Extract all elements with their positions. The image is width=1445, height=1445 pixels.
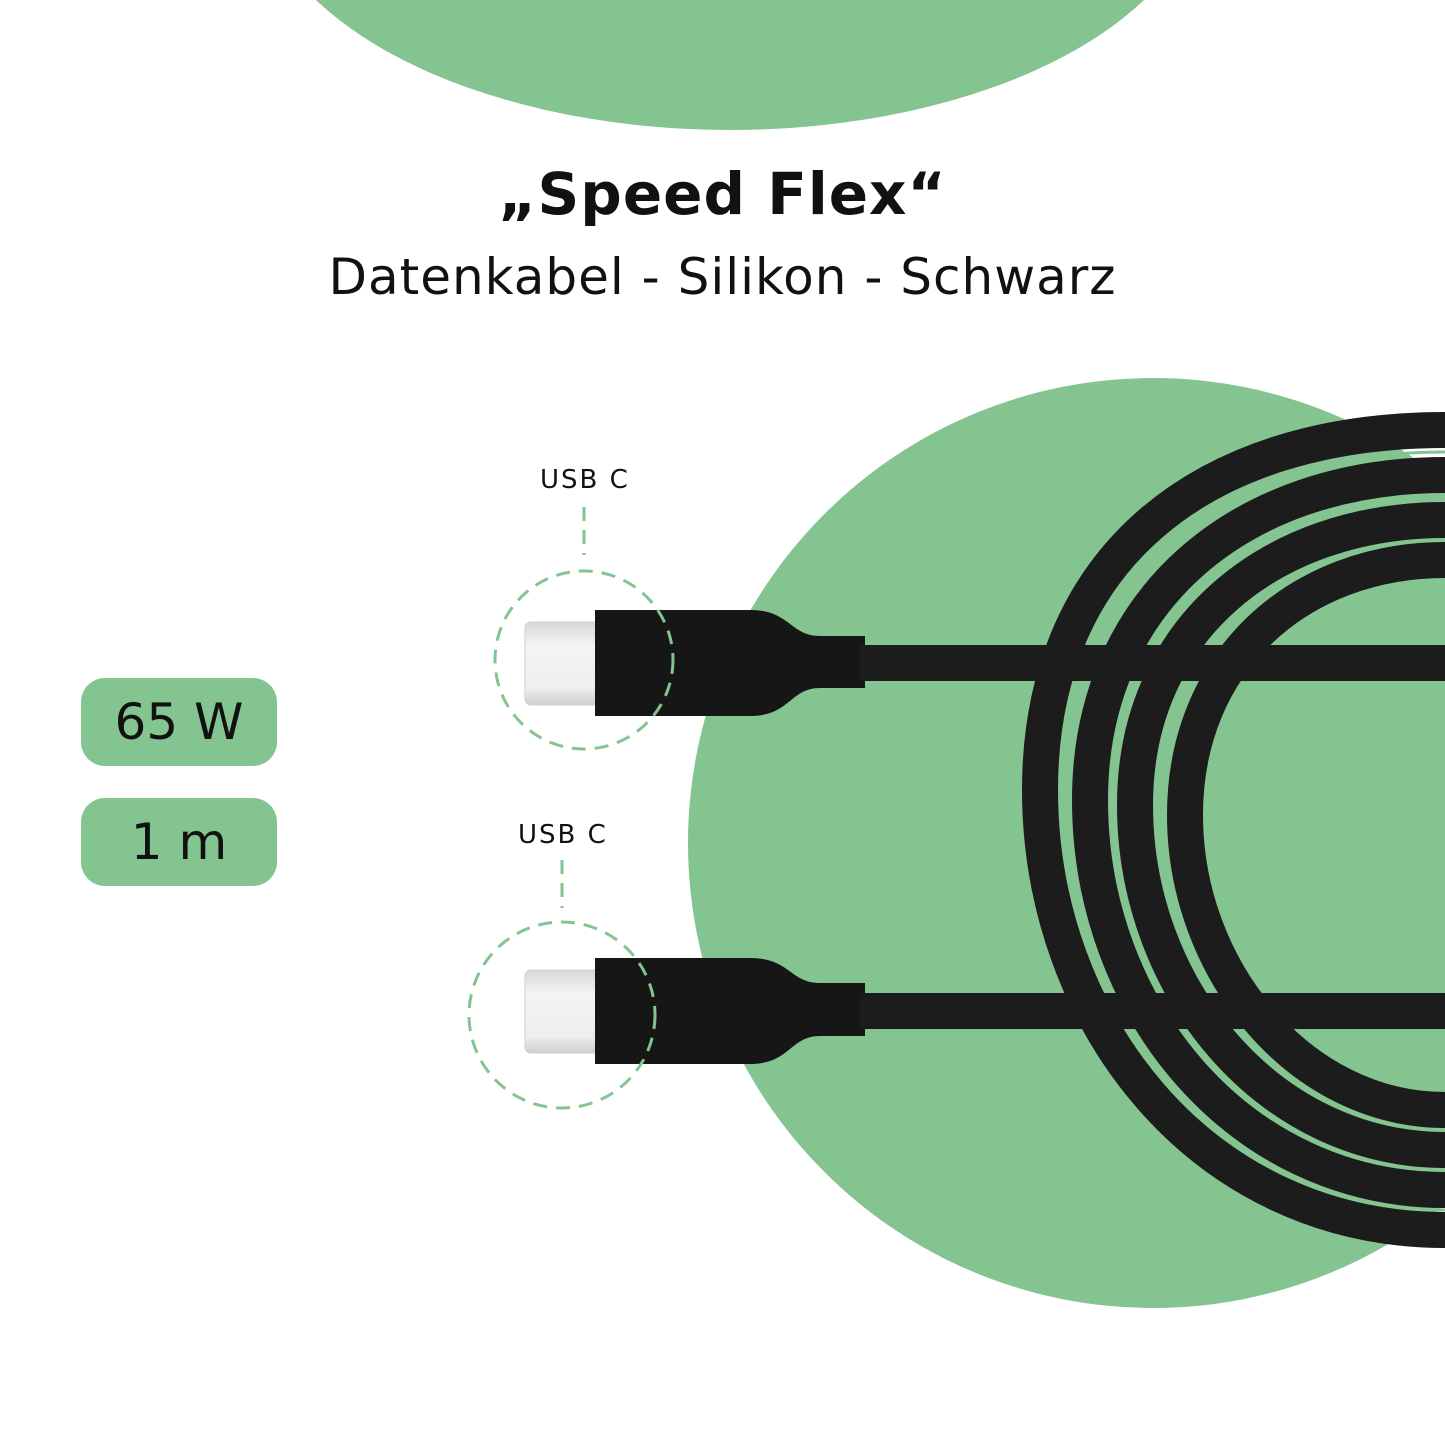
- spec-badge-length: 1 m: [81, 798, 277, 886]
- connector-label-bottom: USB C: [518, 820, 608, 850]
- usb-c-connector-bottom: [524, 958, 1445, 1064]
- product-subtitle: Datenkabel - Silikon - Schwarz: [328, 248, 1117, 306]
- connector-label-top: USB C: [540, 465, 630, 495]
- product-title: „Speed Flex“: [498, 160, 947, 228]
- spec-badge-power: 65 W: [81, 678, 277, 766]
- usb-c-connector-top: [524, 610, 1445, 716]
